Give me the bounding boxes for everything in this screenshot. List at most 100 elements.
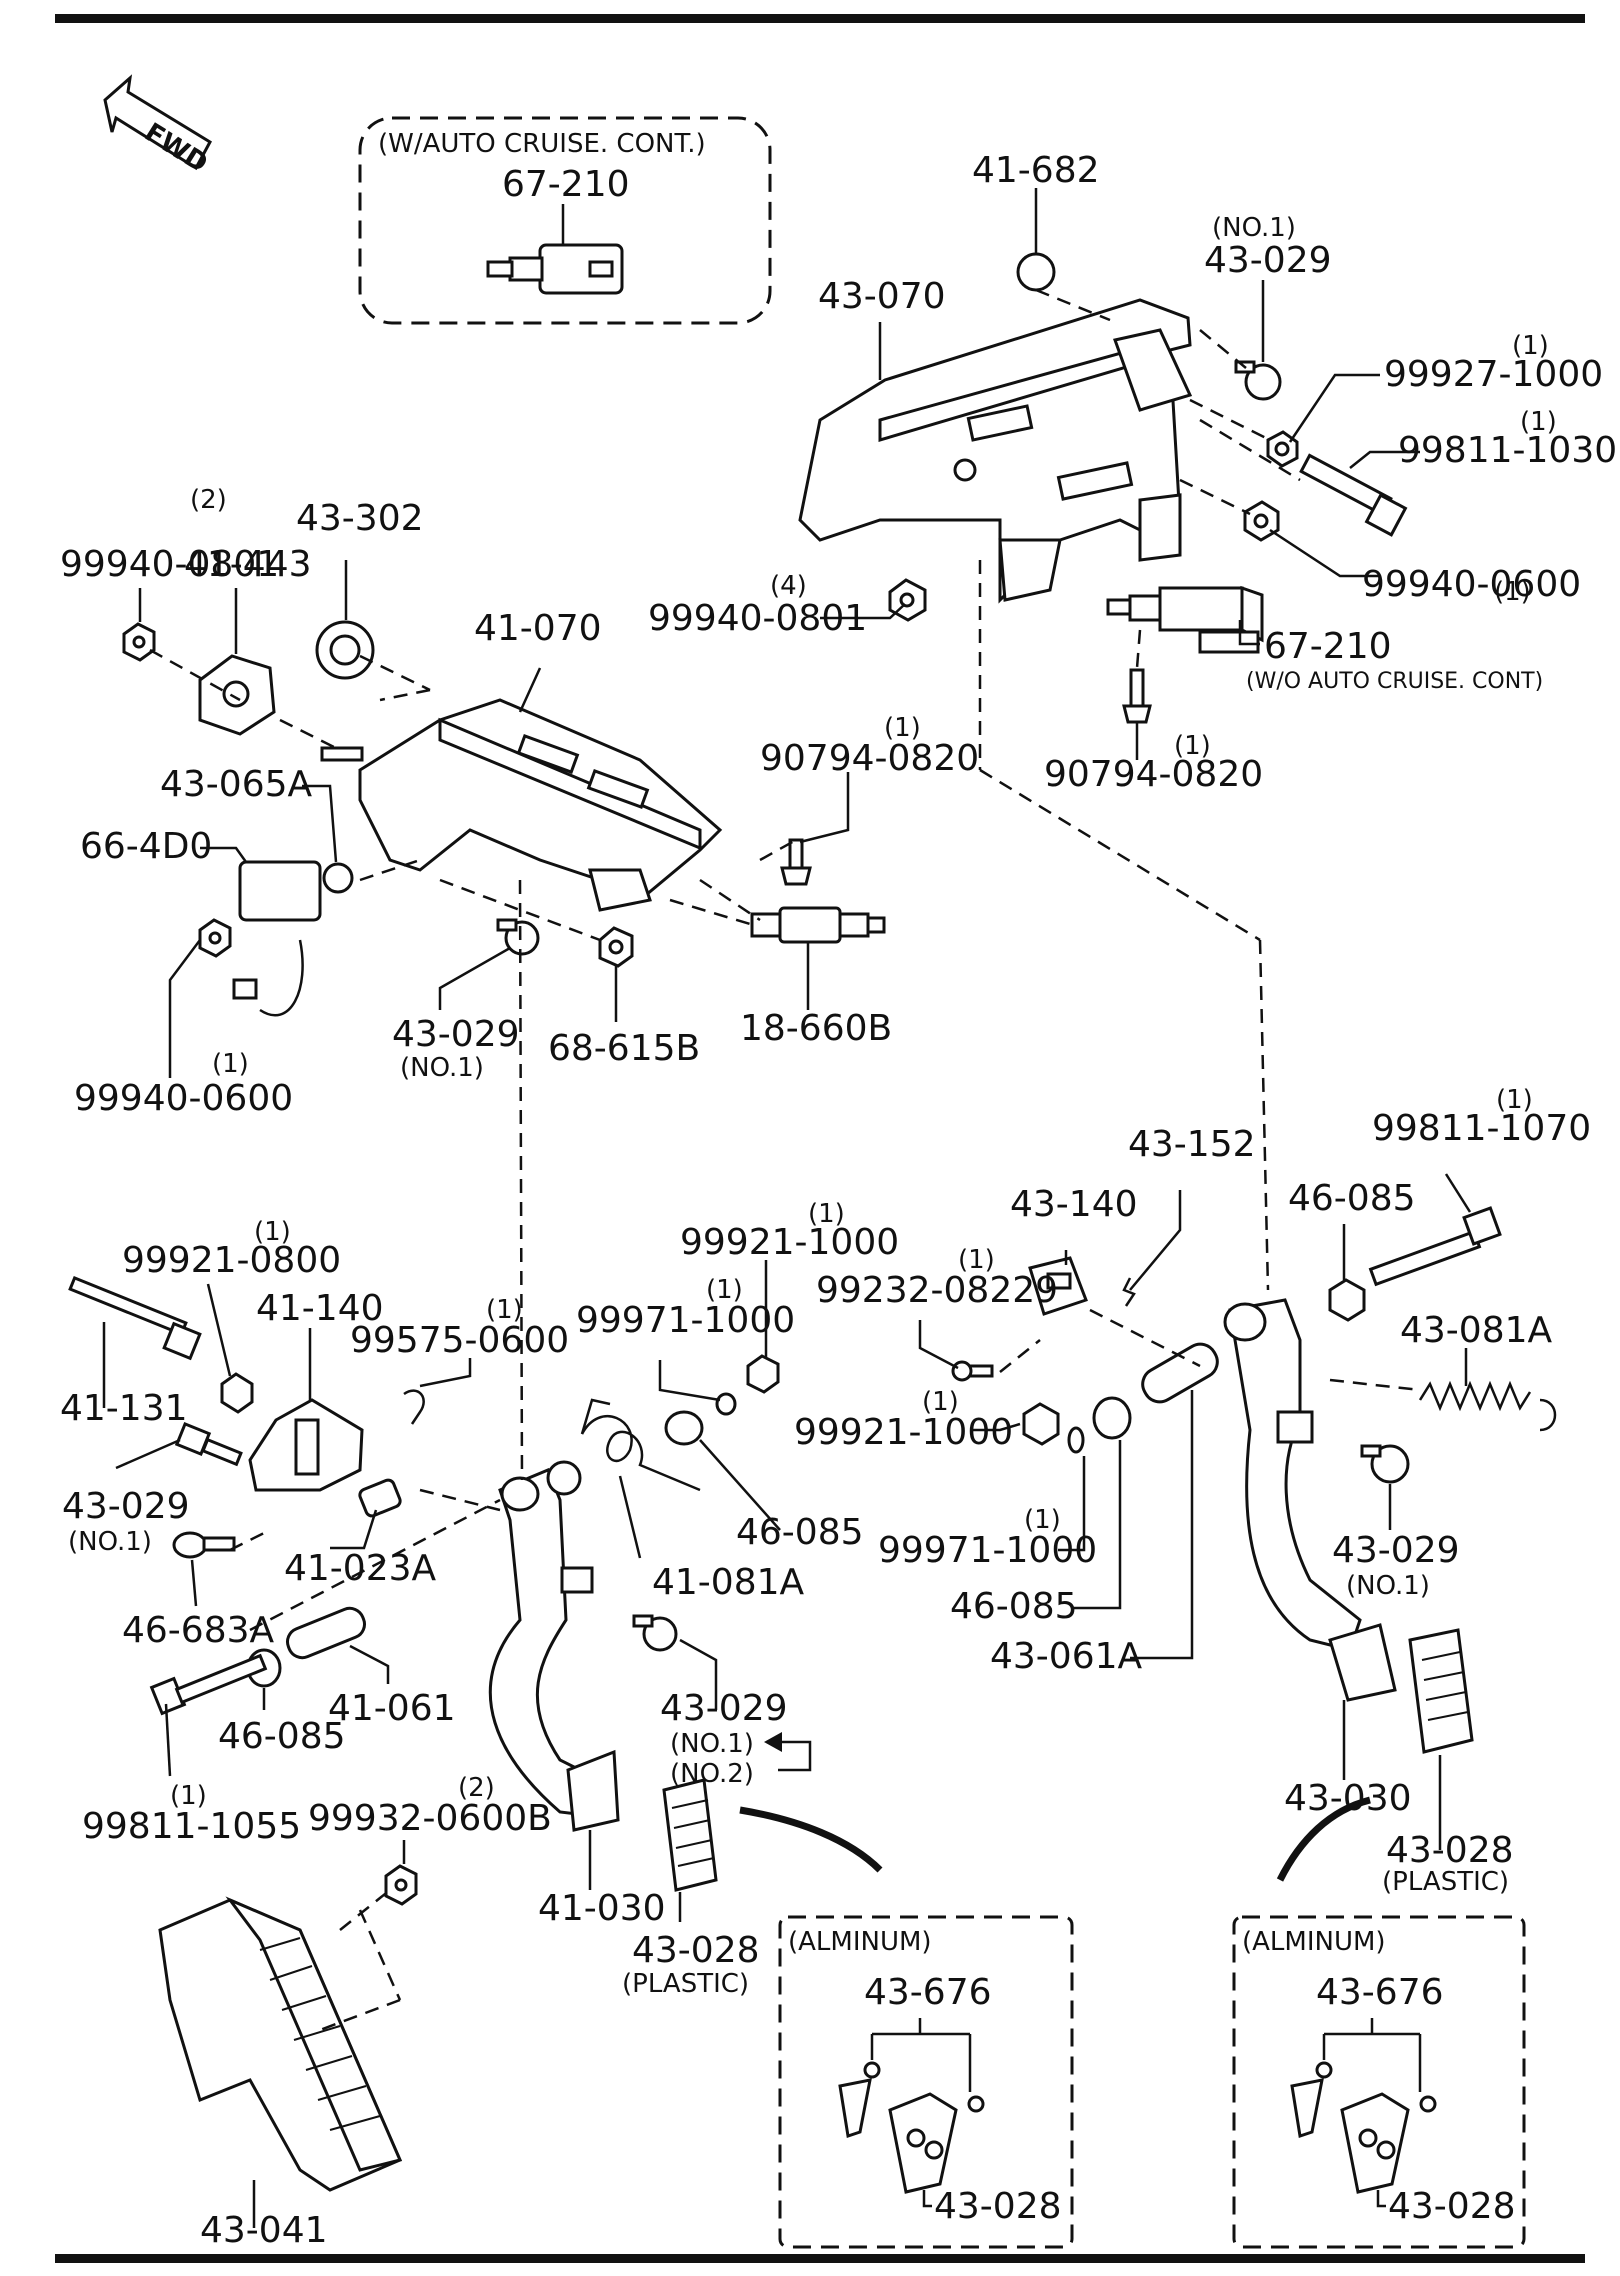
label-99575-0600-qty: (1)	[486, 1295, 523, 1325]
label-41-061: 41-061	[328, 1688, 456, 1729]
label-99811-1055: 99811-1055	[82, 1806, 301, 1847]
label-99921-1000-top: 99921-1000	[680, 1222, 899, 1263]
nut-99940-0801-left	[122, 622, 156, 662]
alminum-box-right: (ALMINUM) 43-676 43-028	[1232, 1915, 1526, 2249]
nut-99921-1000-mid	[1022, 1402, 1060, 1446]
bolt-99811-1070	[1368, 1206, 1502, 1287]
bolt-99811-1055	[149, 1653, 268, 1716]
nut-46-085-right-top	[1328, 1278, 1366, 1322]
pedal-41-030	[488, 1460, 620, 1832]
stopper-43-029-mid	[496, 918, 540, 956]
label-43-029-mid: 43-029	[392, 1014, 520, 1055]
label-99932-0600B-qty: (2)	[458, 1773, 495, 1803]
label-43-676-right: 43-676	[1316, 1972, 1444, 2013]
bracket-41-070	[358, 698, 723, 912]
stopper-43-029-left	[174, 1421, 243, 1467]
clip-68-615B	[598, 926, 634, 968]
label-43-029-top-qualifier: (NO.1)	[1212, 213, 1296, 243]
label-18-660B: 18-660B	[740, 1008, 892, 1049]
alminum-box-left: (ALMINUM) 43-676 43-028	[778, 1915, 1074, 2249]
nut-99940-0600-right	[1243, 500, 1280, 542]
label-41-023A: 41-023A	[284, 1548, 437, 1589]
spring-43-081A	[1418, 1380, 1557, 1432]
stop-switch-67-210	[1106, 585, 1264, 654]
spring-43-302	[315, 620, 375, 680]
cruise-switch-top	[486, 243, 624, 295]
screw-90794-0820-left	[780, 838, 812, 886]
assembly-lines	[149, 288, 1421, 2032]
label-43-029-right-qualifier: (NO.1)	[1346, 1571, 1430, 1601]
label-99940-0600-right: 99940-0600	[1362, 564, 1581, 605]
label-41-081A: 41-081A	[652, 1562, 805, 1603]
pedal-43-030	[1223, 1298, 1397, 1702]
label-43-152: 43-152	[1128, 1124, 1256, 1165]
label-43-029-right: 43-029	[1332, 1530, 1460, 1571]
label-99921-0800: 99921-0800	[122, 1240, 341, 1281]
label-43-029-left: 43-029	[62, 1486, 190, 1527]
label-68-615B: 68-615B	[548, 1028, 700, 1069]
label-43-028-box-right: 43-028	[1388, 2186, 1516, 2227]
collar-46-085-mid	[664, 1410, 704, 1446]
auto-cruise-box: (W∕AUTO CRUISE. CONT.) 67-210	[358, 116, 772, 325]
label-43-028-mid-qualifier: (PLASTIC)	[622, 1969, 749, 1999]
label-67-210-right-note: (W/O AUTO CRUISE. CONT)	[1246, 669, 1543, 694]
label-46-085-mid: 46-085	[736, 1512, 864, 1553]
label-67-210-top: 67-210	[502, 164, 630, 205]
bracket-41-140	[248, 1398, 364, 1492]
label-67-210-right: 67-210	[1264, 626, 1392, 667]
label-90794-0820-right: 90794-0820	[1044, 754, 1263, 795]
fwd-arrow: FWD	[103, 74, 213, 179]
curve-arrow-right	[1276, 1796, 1371, 1882]
bracket-43-140	[1028, 1256, 1088, 1316]
label-99811-1070: 99811-1070	[1372, 1108, 1591, 1149]
label-43-070: 43-070	[818, 276, 946, 317]
leader-lines	[102, 188, 1472, 2228]
label-99940-0801-left: 99940-0801	[60, 544, 279, 585]
label-41-443: 41-443	[184, 544, 312, 585]
nut-99921-0800	[220, 1372, 254, 1414]
label-43-028-mid: 43-028	[632, 1930, 760, 1971]
label-99971-1000-mid-qty: (1)	[1024, 1505, 1061, 1535]
top-border	[55, 14, 1585, 23]
bolt-stud-left	[320, 746, 364, 762]
label-99971-1000-top-qty: (1)	[706, 1275, 743, 1305]
label-43-029-bottom: 43-029	[660, 1688, 788, 1729]
switch-18-660B	[750, 906, 886, 944]
label-43-061A: 43-061A	[990, 1636, 1143, 1677]
bushing-41-682	[1016, 252, 1056, 292]
label-41-070: 41-070	[474, 608, 602, 649]
label-90794-0820-left-qty: (1)	[884, 713, 921, 743]
label-41-140: 41-140	[256, 1288, 384, 1329]
label-99971-1000-top: 99971-1000	[576, 1300, 795, 1341]
label-46-683A: 46-683A	[122, 1610, 275, 1651]
screw-90794-0820-right	[1122, 668, 1152, 724]
nut-99932-0600B	[384, 1864, 418, 1906]
curve-arrow-left	[739, 1806, 883, 1873]
label-99811-1030: 99811-1030	[1398, 430, 1617, 471]
washer-99971-1000-top	[715, 1392, 737, 1416]
stopper-43-029-top	[1234, 360, 1282, 401]
bushing-41-023A	[358, 1478, 402, 1518]
spring-41-081A	[580, 1398, 701, 1492]
label-99575-0600: 99575-0600	[350, 1320, 569, 1361]
label-99971-1000-mid: 99971-1000	[878, 1530, 1097, 1571]
label-43-029-top: 43-029	[1204, 240, 1332, 281]
clip-99575-0600	[403, 1389, 425, 1425]
label-43-029-bottom-qualifier-1: (NO.1)	[670, 1729, 754, 1759]
label-99232-08229: 99232-08229	[816, 1270, 1058, 1311]
auto-cruise-box-title: (W∕AUTO CRUISE. CONT.)	[378, 129, 706, 159]
label-43-028-right: 43-028	[1386, 1830, 1514, 1871]
collar-46-085-right-mid	[1092, 1396, 1132, 1440]
label-99940-0600-right-qty: (1)	[1494, 577, 1531, 607]
bushing-41-443	[198, 654, 276, 736]
washer-99971-1000-mid	[1067, 1426, 1085, 1454]
label-43-029-bottom-qualifier-2: (NO.2)	[670, 1759, 754, 1789]
label-90794-0820-left: 90794-0820	[760, 738, 979, 779]
shaft-43-061A	[1141, 1342, 1219, 1404]
label-43-028-right-qualifier: (PLASTIC)	[1382, 1867, 1509, 1897]
label-43-081A: 43-081A	[1400, 1310, 1553, 1351]
label-46-085-right-mid: 46-085	[950, 1586, 1078, 1627]
label-41-131: 41-131	[60, 1388, 188, 1429]
alminum-box-left-title: (ALMINUM)	[788, 1927, 932, 1957]
